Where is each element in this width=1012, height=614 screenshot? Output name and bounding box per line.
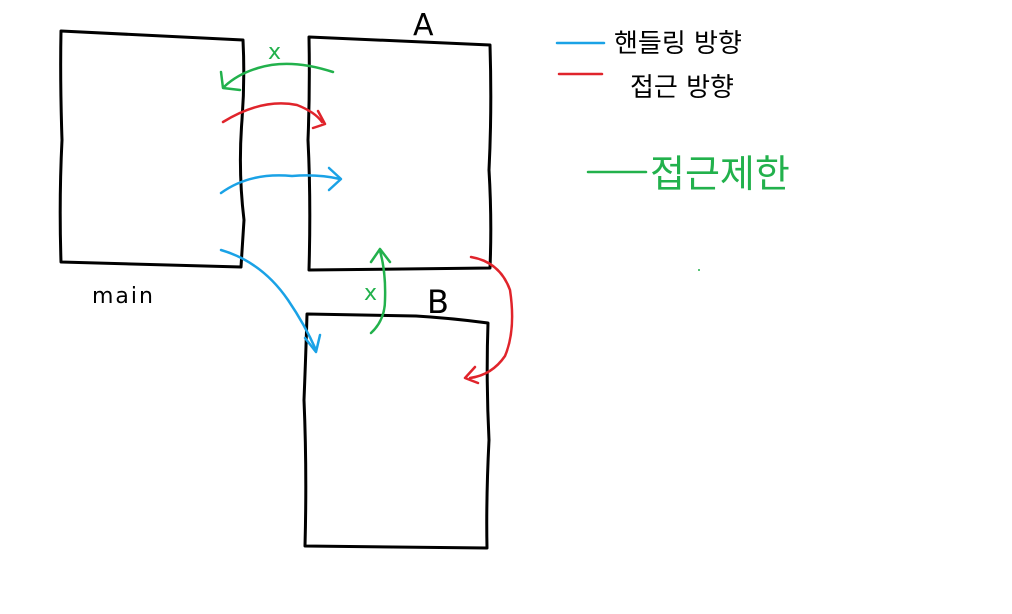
b-box-label: B: [427, 283, 449, 321]
restricted-arrow-a-to-main: x: [219, 40, 335, 92]
access-arrow-a-to-b: [463, 255, 514, 385]
legend: 핸들링 방향 접근 방향 접근제한: [555, 29, 790, 196]
a-box: [306, 35, 493, 272]
main-box: [58, 29, 246, 269]
a-box-label: A: [413, 8, 434, 43]
handling-arrow-main-to-b: [219, 248, 322, 354]
restricted-arrow-b-to-a: x: [364, 247, 392, 335]
main-box-label: main: [92, 284, 155, 309]
legend-handling-label: 핸들링 방향: [614, 29, 742, 59]
legend-restricted-label: 접근제한: [650, 152, 790, 196]
handling-arrow-main-to-a: [219, 166, 343, 195]
legend-access-label: 접근 방향: [630, 73, 734, 103]
blocked-mark: x: [268, 40, 281, 65]
blocked-mark: x: [364, 281, 377, 306]
access-arrow-main-to-a: [221, 102, 327, 130]
stray-dot: [698, 269, 700, 271]
b-box: [302, 312, 491, 550]
